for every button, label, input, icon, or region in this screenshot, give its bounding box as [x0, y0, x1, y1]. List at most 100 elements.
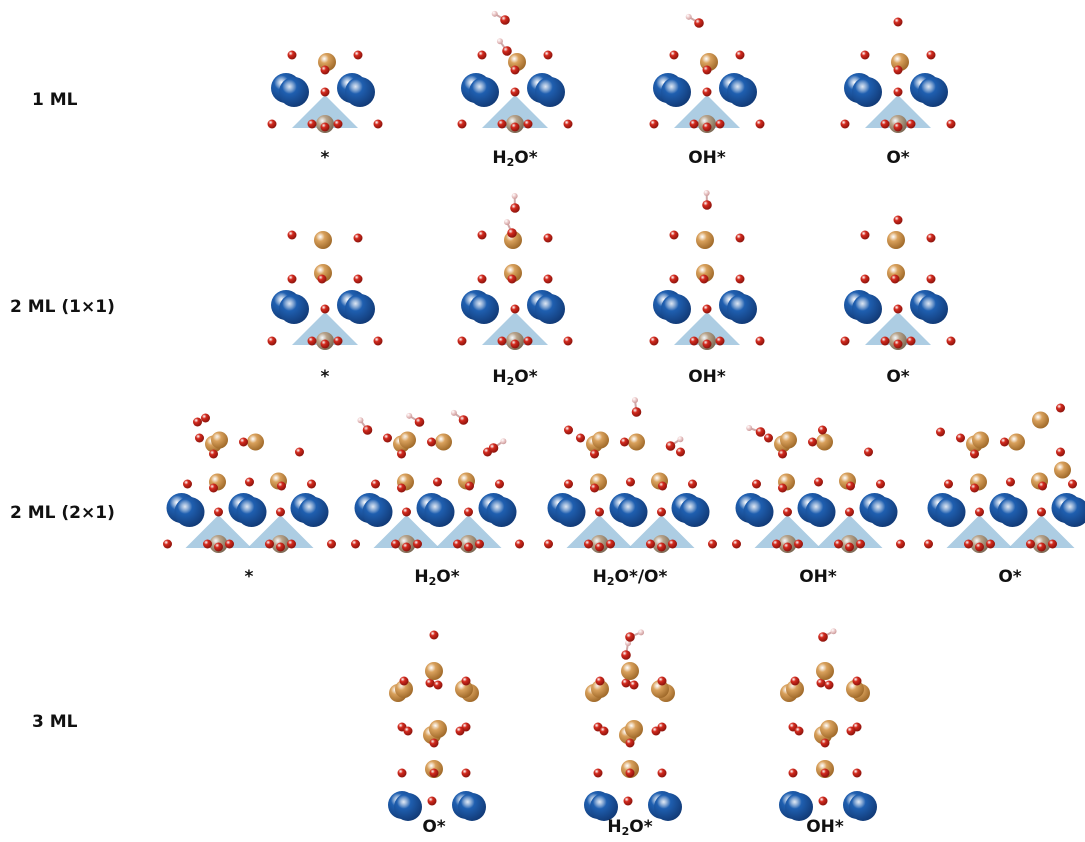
- oxygen-atom: [224, 539, 234, 549]
- oxygen-atom: [651, 726, 661, 736]
- coordination-polyhedron: [435, 515, 501, 548]
- oxygen-atom: [845, 481, 855, 491]
- overlayer-metal-atom: [434, 433, 452, 451]
- atomic-structure: [731, 424, 905, 553]
- oxygen-atom: [782, 507, 792, 517]
- row-label-2ml-1x1: 2 ML (1×1): [10, 297, 115, 317]
- oxygen-atom: [543, 233, 553, 243]
- coordination-polyhedron: [1008, 515, 1074, 548]
- oxygen-atom: [463, 507, 473, 517]
- oxygen-atom: [906, 336, 916, 346]
- metal-atom: [362, 497, 392, 527]
- overlayer-metal-atom: [395, 680, 413, 698]
- overlayer-metal-atom: [887, 231, 905, 249]
- oxygen-atom: [656, 542, 666, 552]
- metal-atom: [394, 793, 422, 821]
- oxygen-atom: [669, 50, 679, 60]
- oxygen-atom: [893, 17, 903, 27]
- oxygen-atom: [702, 87, 712, 97]
- overlayer-metal-atom: [779, 431, 797, 449]
- oxygen-atom: [657, 768, 667, 778]
- oxygen-atom: [399, 676, 409, 686]
- oxygen-atom: [594, 542, 604, 552]
- hydrogen-atom: [676, 436, 683, 443]
- oxygen-atom: [1005, 477, 1015, 487]
- oxygen-atom: [844, 542, 854, 552]
- oxygen-atom: [818, 796, 828, 806]
- oxygen-atom: [563, 479, 573, 489]
- oxygen-atom: [893, 122, 903, 132]
- oxygen-atom: [474, 539, 484, 549]
- oxygen-atom: [275, 542, 285, 552]
- oxygen-atom: [350, 539, 360, 549]
- atomic-structure: [649, 13, 765, 133]
- coordination-polyhedron: [674, 95, 740, 128]
- overlayer-metal-atom: [398, 431, 416, 449]
- overlayer-metal-atom: [429, 720, 447, 738]
- metal-atom: [236, 497, 266, 527]
- oxygen-atom: [452, 539, 462, 549]
- oxygen-atom: [267, 336, 277, 346]
- atomic-structure: [457, 193, 573, 350]
- coordination-polyhedron: [816, 515, 882, 548]
- oxygen-atom: [307, 336, 317, 346]
- oxygen-atom: [926, 50, 936, 60]
- oxygen-atom: [429, 768, 439, 778]
- overlayer-metal-atom: [816, 662, 834, 680]
- oxygen-atom: [689, 336, 699, 346]
- oxygen-atom: [306, 479, 316, 489]
- oxygen-atom: [969, 449, 979, 459]
- metal-atom: [849, 793, 877, 821]
- atomic-structure: [923, 403, 1085, 553]
- oxygen-atom: [702, 339, 712, 349]
- structure-caption: O*: [422, 817, 446, 837]
- oxygen-atom: [777, 483, 787, 493]
- oxygen-atom: [619, 437, 629, 447]
- oxygen-atom: [999, 437, 1009, 447]
- oxygen-atom: [788, 768, 798, 778]
- oxygen-atom: [689, 119, 699, 129]
- oxygen-atom: [813, 477, 823, 487]
- oxygen-atom: [403, 726, 413, 736]
- hydrogen-atom: [631, 397, 638, 404]
- oxygen-atom: [702, 304, 712, 314]
- overlayer-metal-atom: [815, 433, 833, 451]
- oxygen-atom: [390, 539, 400, 549]
- oxygen-atom: [656, 507, 666, 517]
- oxygen-atom: [317, 274, 327, 284]
- oxygen-atom: [429, 738, 439, 748]
- oxygen-atom: [657, 676, 667, 686]
- metal-atom: [918, 294, 948, 324]
- oxygen-atom: [287, 50, 297, 60]
- oxygen-atom: [457, 336, 467, 346]
- atomic-structure: [840, 215, 956, 350]
- oxygen-atom: [735, 274, 745, 284]
- atomic-structure: [840, 17, 956, 133]
- metal-atom: [852, 294, 882, 324]
- coordination-polyhedron: [292, 95, 358, 128]
- oxygen-atom: [863, 447, 873, 457]
- oxygen-atom: [294, 447, 304, 457]
- hydrogen-atom: [685, 13, 692, 20]
- metal-atom: [727, 77, 757, 107]
- coordination-polyhedron: [674, 312, 740, 345]
- oxygen-atom: [926, 274, 936, 284]
- structure-caption: O*: [886, 148, 910, 168]
- hydrogen-atom: [499, 438, 506, 445]
- oxygen-atom: [599, 726, 609, 736]
- oxygen-atom: [320, 122, 330, 132]
- oxygen-atom: [510, 65, 520, 75]
- oxygen-atom: [1036, 542, 1046, 552]
- hydrogen-atom: [703, 190, 710, 197]
- oxygen-atom: [855, 539, 865, 549]
- oxygen-atom: [507, 228, 517, 238]
- coordination-polyhedron: [373, 515, 439, 548]
- oxygen-atom: [623, 796, 633, 806]
- oxygen-atom: [589, 449, 599, 459]
- oxygen-atom: [1067, 479, 1077, 489]
- oxygen-atom: [397, 768, 407, 778]
- oxygen-atom: [162, 539, 172, 549]
- overlayer-metal-atom: [246, 433, 264, 451]
- oxygen-atom: [497, 336, 507, 346]
- metal-atom: [345, 294, 375, 324]
